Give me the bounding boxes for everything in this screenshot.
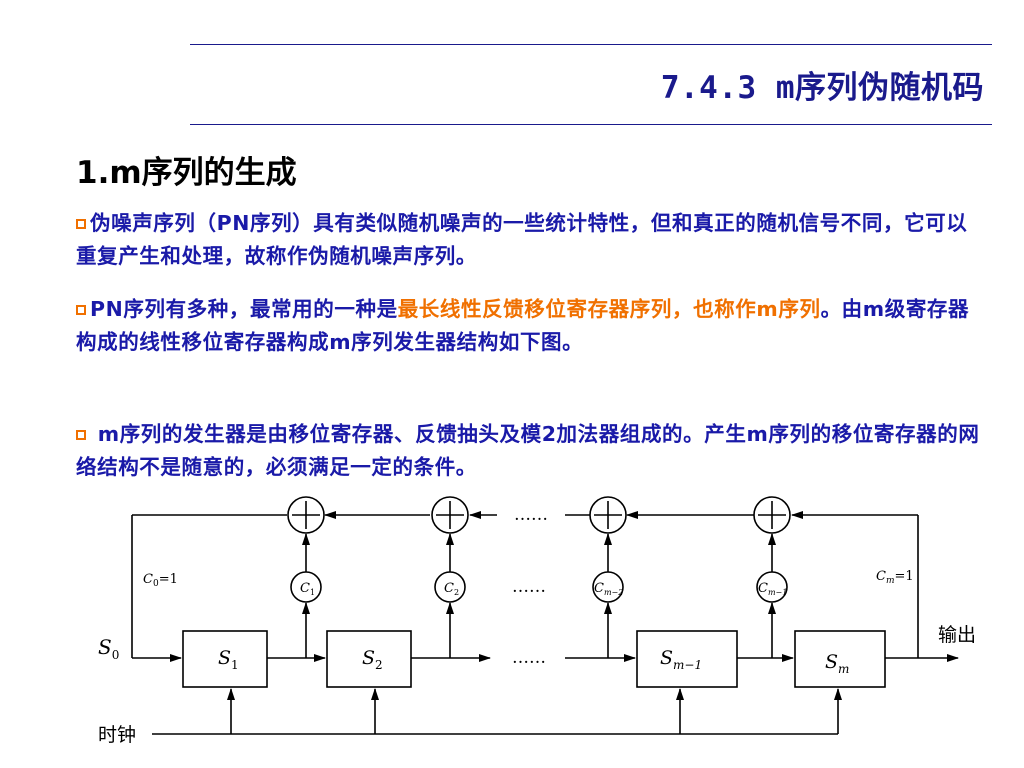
register-sm-1: [636, 630, 738, 688]
clock-label: 时钟: [98, 724, 136, 746]
paragraph-text: 伪噪声序列（PN序列）具有类似随机噪声的一些统计特性，但和真正的随机信号不同，它…: [76, 211, 968, 268]
register-label-sm: Sm: [825, 651, 849, 676]
bullet-square-icon: [76, 219, 86, 229]
register-sm: [794, 630, 886, 688]
bullet-square-icon: [76, 305, 86, 315]
output-label: 输出: [938, 624, 976, 646]
s0-label: S0: [98, 635, 119, 662]
register-label-s2: S2: [362, 647, 383, 672]
register-label-s1: S1: [218, 647, 239, 672]
register-label-sm-1: Sm−1: [660, 647, 702, 672]
paragraph-m-generator: m序列的发生器是由移位寄存器、反馈抽头及模2加法器组成的。产生m序列的移位寄存器…: [76, 418, 986, 484]
ellipsis: ……: [512, 648, 546, 668]
m-sequence-generator-diagram: …… …… …… C0=1 Cm=1 C1 C2 Cm−2 Cm−1 S1 S2…: [98, 496, 976, 746]
register-s1: [182, 630, 268, 688]
tap-label-cm-1: Cm−1: [758, 581, 787, 597]
bullet-square-icon: [76, 430, 86, 440]
paragraph-text: PN序列有多种，最常用的一种是: [90, 297, 398, 321]
paragraph-text: m序列的发生器是由移位寄存器、反馈抽头及模2加法器组成的。产生m序列的移位寄存器…: [76, 422, 980, 479]
section-heading: 1.m序列的生成: [76, 155, 297, 191]
register-s2: [326, 630, 412, 688]
cm-label: Cm=1: [876, 569, 914, 586]
tap-label-c2: C2: [444, 581, 459, 597]
tap-label-cm-2: Cm−2: [594, 581, 623, 597]
paragraph-pn-types: PN序列有多种，最常用的一种是最长线性反馈移位寄存器序列，也称作m序列。由m级寄…: [76, 293, 986, 359]
highlight-text: 最长线性反馈移位寄存器序列，也称作m序列: [397, 297, 821, 321]
header-rule-bottom: [190, 124, 992, 125]
c0-label: C0=1: [143, 572, 178, 589]
tap-label-c1: C1: [300, 581, 315, 597]
paragraph-text: 。由m级寄存器构成的线性移位寄存器构成m序列发生器结构如下图。: [76, 297, 970, 354]
ellipsis: ……: [512, 577, 546, 597]
header-rule-top: [190, 44, 992, 45]
paragraph-pn-sequence: 伪噪声序列（PN序列）具有类似随机噪声的一些统计特性，但和真正的随机信号不同，它…: [76, 207, 986, 273]
slide-title: 7.4.3 m序列伪随机码: [660, 70, 984, 106]
ellipsis: ……: [514, 505, 548, 525]
